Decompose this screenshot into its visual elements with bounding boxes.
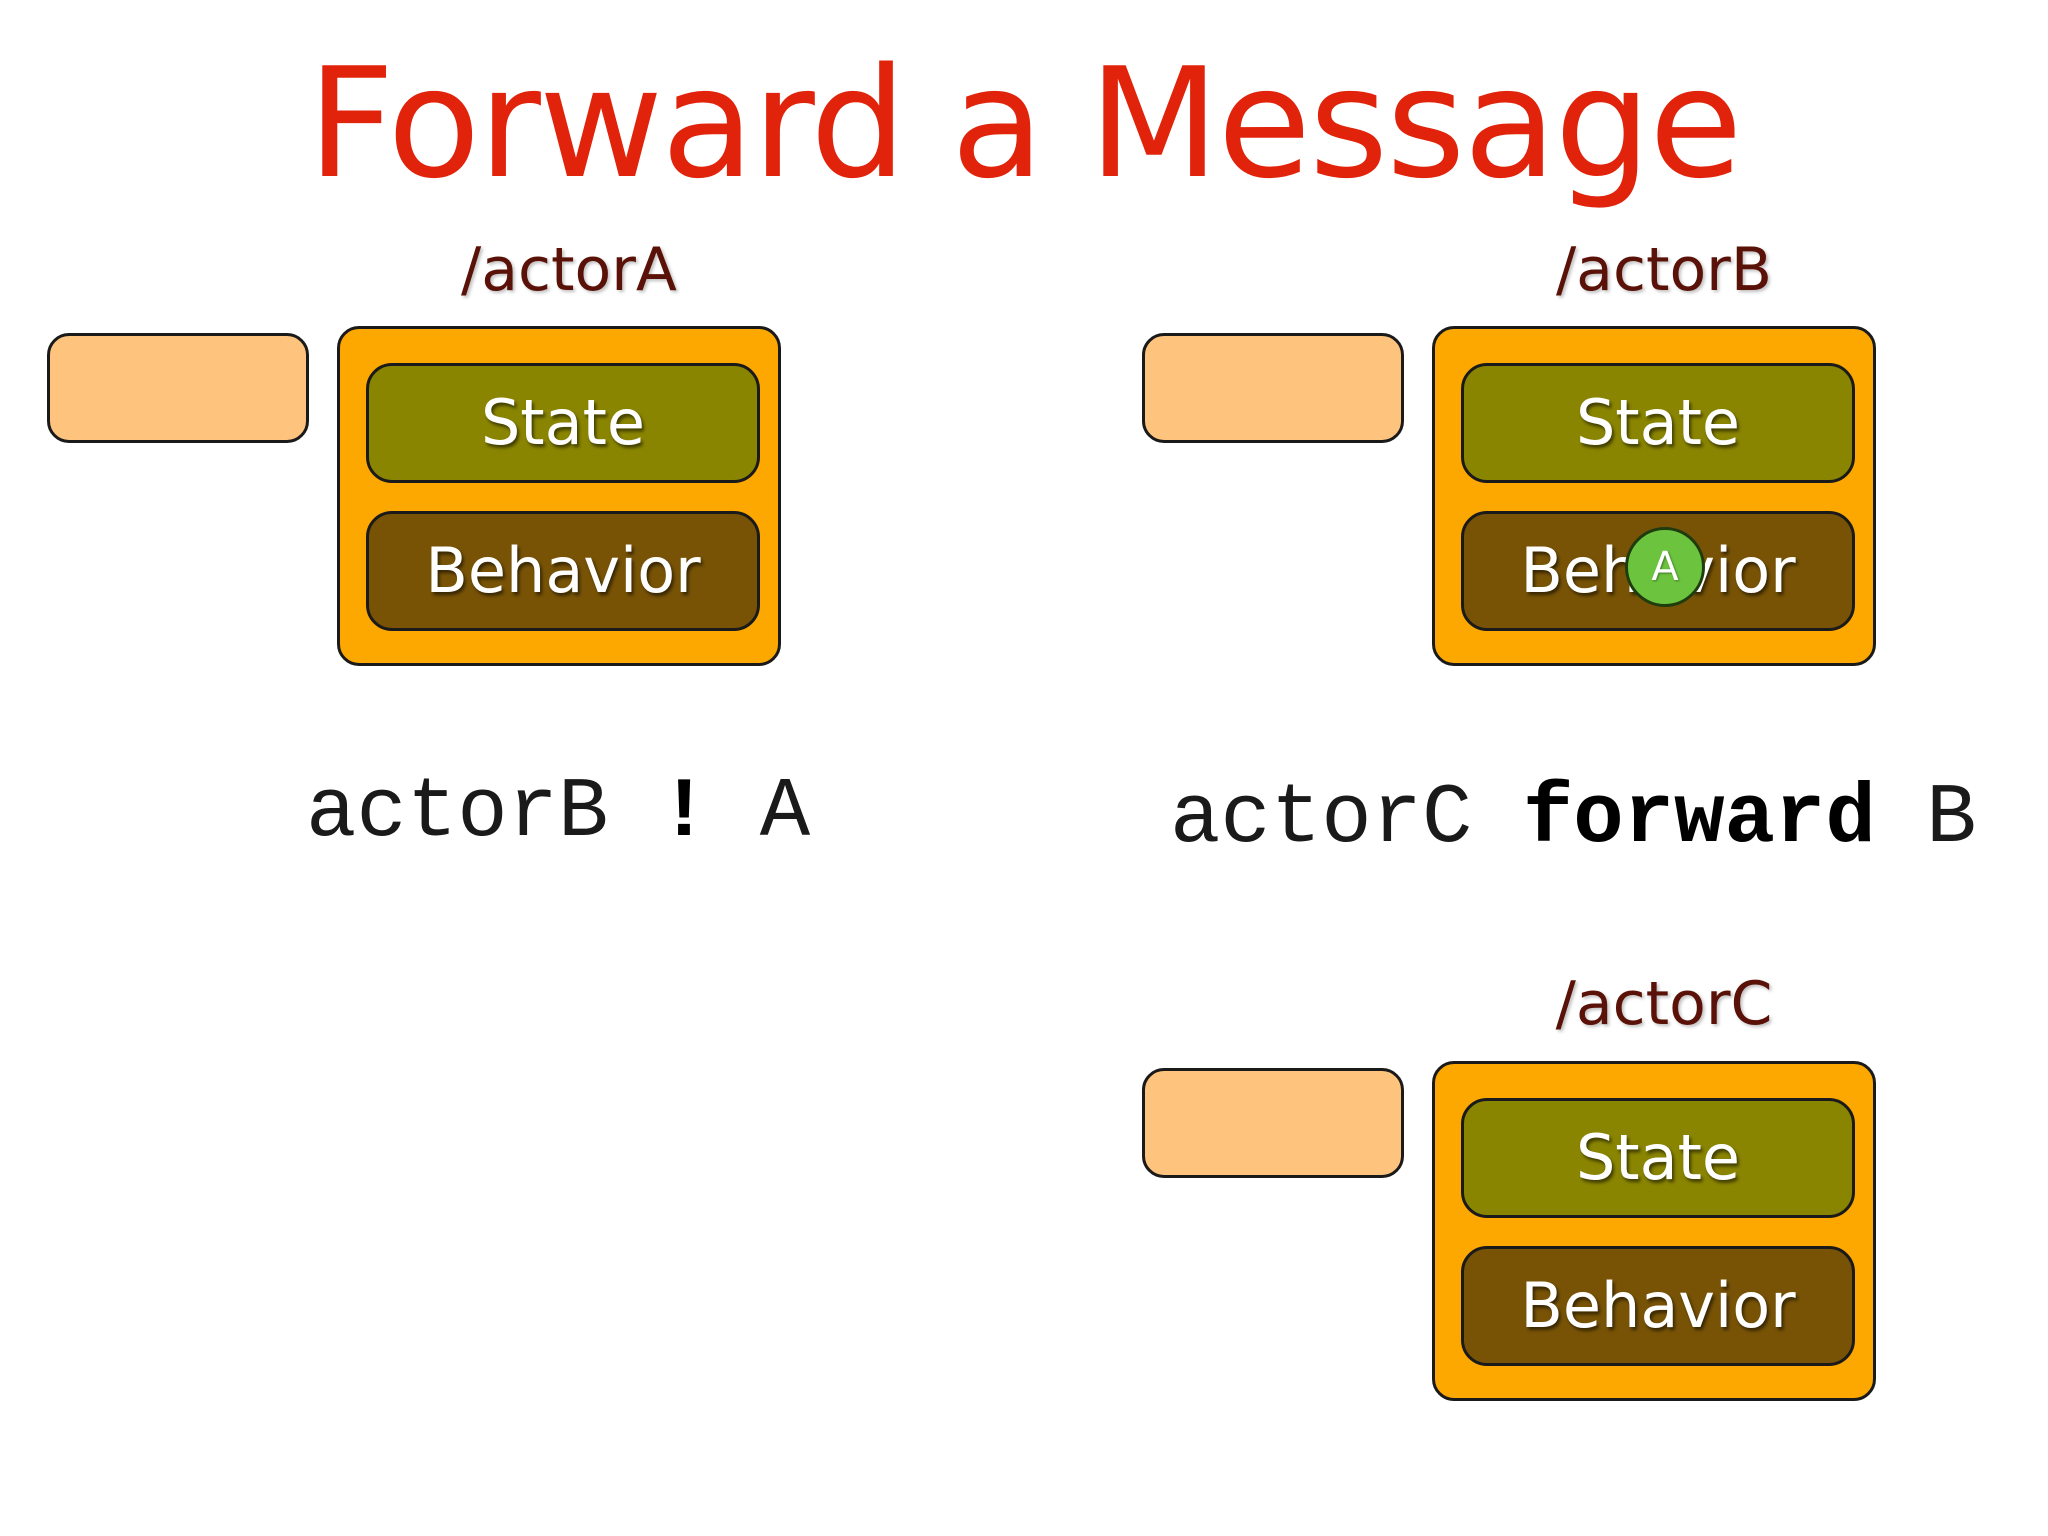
actor-a-label: /actorA <box>461 235 677 305</box>
actor-c-mailbox <box>1142 1068 1404 1178</box>
tell-message: A <box>759 766 811 861</box>
forward-receiver: actorC <box>1170 772 1473 867</box>
actor-b-mailbox <box>1142 333 1404 443</box>
actor-c-state: State <box>1461 1098 1855 1218</box>
forward-message: B <box>1926 772 1977 867</box>
slide-title: Forward a Message <box>307 35 1742 212</box>
forward-code-line: actorC forward B <box>1170 778 1977 862</box>
actor-b-label: /actorB <box>1555 235 1773 305</box>
actor-b-state: State <box>1461 363 1855 483</box>
actor-a-mailbox <box>47 333 309 443</box>
forward-operator: forward <box>1522 772 1876 867</box>
tell-receiver: actorB <box>306 766 609 861</box>
actor-a-box: State Behavior <box>337 326 781 666</box>
actor-c-box: State Behavior <box>1432 1061 1876 1401</box>
message-a-token: A <box>1625 527 1705 607</box>
actor-b-box: State Behavior A <box>1432 326 1876 666</box>
tell-operator: ! <box>658 766 710 861</box>
tell-code-line: actorB ! A <box>306 772 810 856</box>
actor-c-behavior: Behavior <box>1461 1246 1855 1366</box>
actor-c-label: /actorC <box>1555 969 1773 1039</box>
actor-a-state: State <box>366 363 760 483</box>
actor-a-behavior: Behavior <box>366 511 760 631</box>
